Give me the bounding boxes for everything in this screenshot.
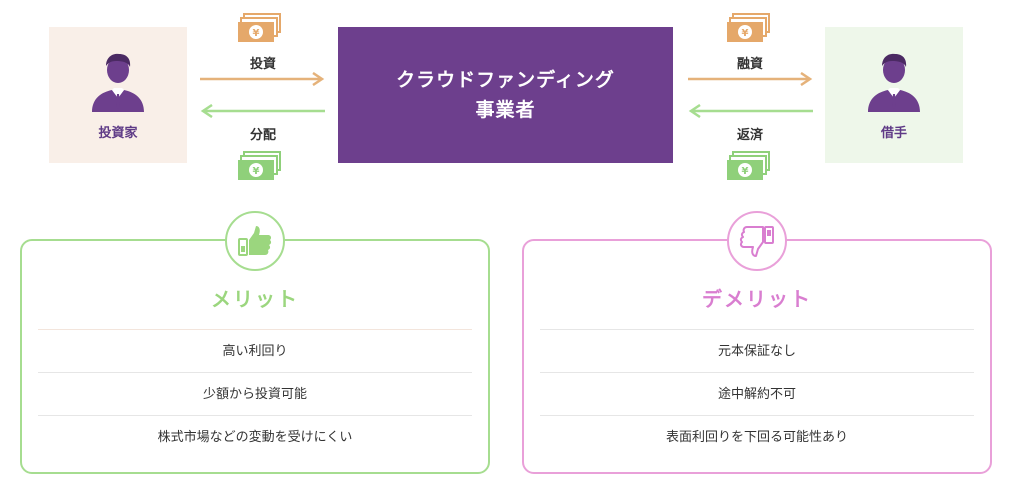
money-stack-green-icon: ¥ — [727, 151, 770, 180]
demerit-title: デメリット — [702, 287, 812, 311]
invest-label: 投資 — [249, 57, 276, 72]
money-stack-orange-icon: ¥ — [727, 13, 770, 42]
svg-text:¥: ¥ — [742, 28, 749, 39]
merit-list: 高い利回り 少額から投資可能 株式市場などの変動を受けにくい — [38, 329, 472, 458]
merit-badge — [225, 211, 285, 271]
merit-item: 高い利回り — [38, 329, 472, 372]
distribute-arrow — [200, 104, 325, 118]
demerit-item: 途中解約不可 — [540, 372, 974, 415]
businessman-icon — [92, 53, 144, 112]
merit-item: 少額から投資可能 — [38, 372, 472, 415]
money-stack-orange-icon: ¥ — [238, 13, 281, 42]
thumbs-down-icon — [739, 226, 774, 257]
thumbs-up-icon — [238, 226, 272, 256]
merit-title: メリット — [211, 287, 299, 311]
demerit-card: デメリット 元本保証なし 途中解約不可 表面利回りを下回る可能性あり — [522, 211, 992, 474]
merit-item: 株式市場などの変動を受けにくい — [38, 415, 472, 458]
operator-title-line2: 事業者 — [475, 99, 536, 121]
repay-arrow — [688, 104, 813, 118]
investor-label: 投資家 — [98, 126, 138, 141]
merit-card: メリット 高い利回り 少額から投資可能 株式市場などの変動を受けにくい — [20, 211, 490, 474]
distribute-label: 分配 — [249, 128, 276, 143]
lend-label: 融資 — [736, 57, 763, 72]
investor-box: 投資家 — [49, 27, 187, 163]
lend-arrow — [688, 72, 813, 86]
invest-arrow — [200, 72, 325, 86]
demerit-item: 表面利回りを下回る可能性あり — [540, 415, 974, 458]
crowdfunding-operator-box: クラウドファンディング 事業者 — [338, 27, 673, 163]
borrower-box: 借手 — [825, 27, 963, 163]
demerit-item: 元本保証なし — [540, 329, 974, 372]
svg-text:¥: ¥ — [253, 28, 260, 39]
businessman-icon — [868, 53, 920, 112]
demerit-badge — [727, 211, 787, 271]
svg-text:¥: ¥ — [742, 166, 749, 177]
money-stack-green-icon: ¥ — [238, 151, 281, 180]
repay-label: 返済 — [736, 128, 763, 143]
svg-text:¥: ¥ — [253, 166, 260, 177]
demerit-list: 元本保証なし 途中解約不可 表面利回りを下回る可能性あり — [540, 329, 974, 458]
borrower-label: 借手 — [880, 126, 907, 141]
operator-title-line1: クラウドファンディング — [396, 69, 615, 91]
